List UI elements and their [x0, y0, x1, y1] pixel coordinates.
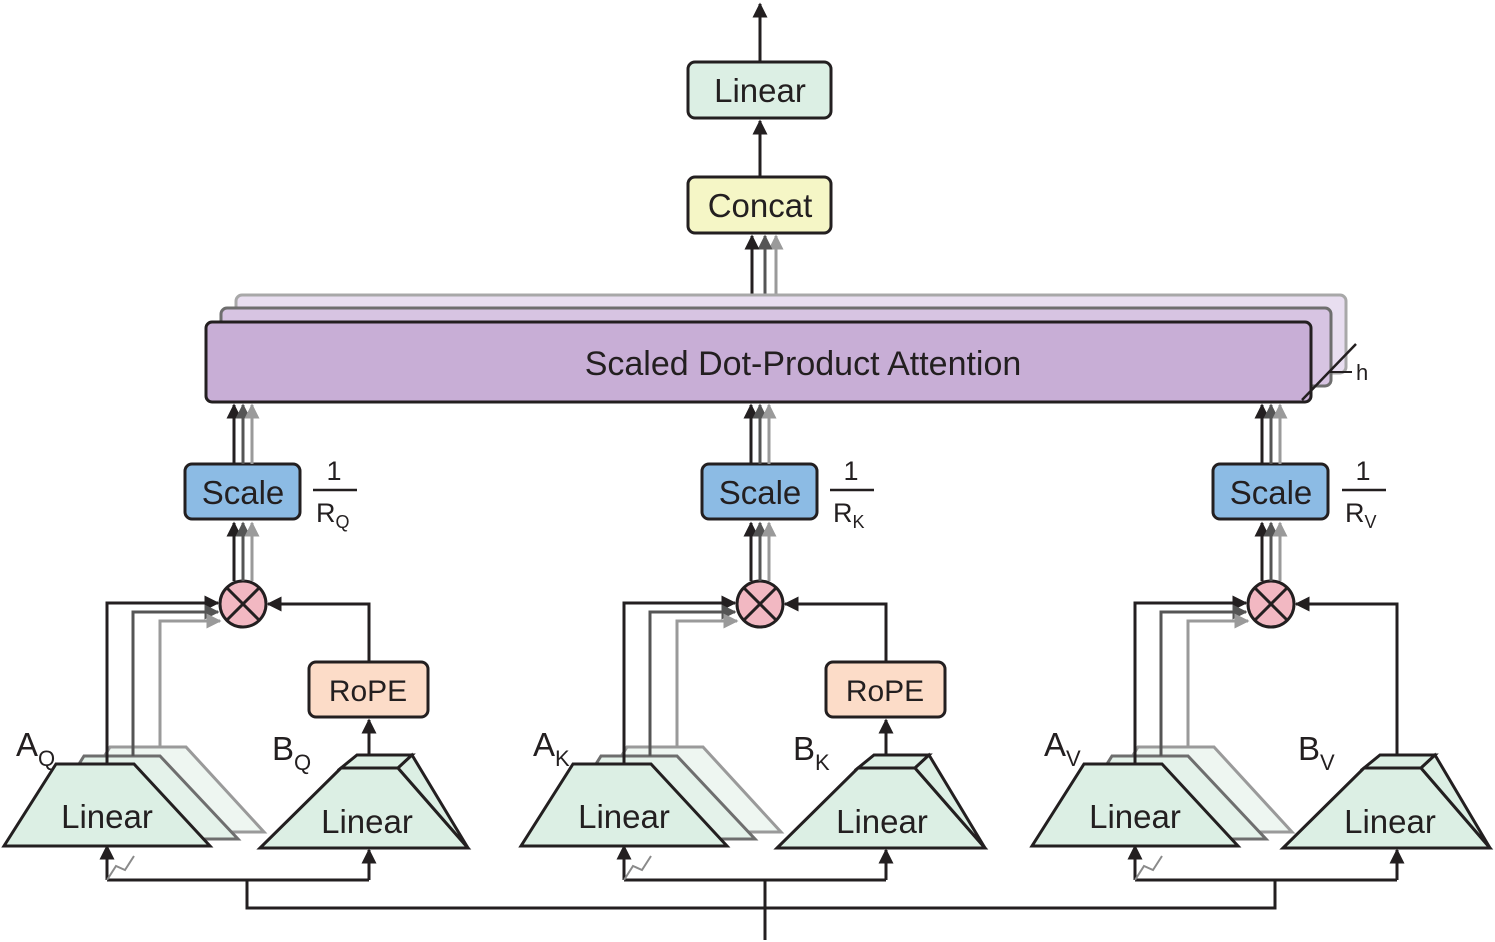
v-frac-numerator: 1: [1355, 456, 1370, 486]
output-linear-label: Linear: [714, 72, 806, 109]
q-b-linear-label: Linear: [321, 803, 413, 840]
q-a-stack-input: [106, 855, 135, 881]
concat-label: Concat: [708, 187, 813, 224]
q-scale-box: Scale: [183, 462, 302, 521]
k-b-linear-side: [912, 752, 987, 849]
v-frac-denominator: RV: [1345, 498, 1377, 532]
v-scale-box: Scale: [1211, 462, 1330, 521]
q-frac-denominator: RQ: [316, 498, 350, 532]
k-a-stack-input: [623, 855, 652, 881]
q-a-to-mult-arrow-2: [131, 604, 220, 756]
attention-stack: Scaled Dot-Product Attention h: [204, 293, 1368, 404]
k-scale-box: Scale: [700, 462, 819, 521]
branch-v: Linear AV Linear BV Scale 1 RV: [1029, 403, 1494, 882]
v-a-to-mult-arrow-2: [1159, 604, 1248, 756]
q-rope-label: RoPE: [329, 675, 407, 708]
v-multiply: [1246, 579, 1296, 629]
v-b-linear-label: Linear: [1344, 803, 1436, 840]
k-b-linear-label: Linear: [836, 803, 928, 840]
v-scale-label: Scale: [1230, 474, 1313, 511]
q-b-linear-side: [395, 752, 470, 849]
attention-head-1: [204, 320, 1313, 404]
v-a-to-mult-arrow-3: [1186, 613, 1250, 747]
k-rope-label: RoPE: [846, 675, 924, 708]
v-a-stack-input: [1134, 855, 1163, 881]
v-b-linear-side: [1418, 752, 1492, 849]
heads-label: h: [1356, 360, 1368, 385]
output-linear-box: Linear: [686, 60, 833, 120]
k-b-label: BK: [793, 730, 830, 775]
q-frac-numerator: 1: [326, 456, 341, 486]
q-a-to-mult-arrow-3: [158, 613, 222, 747]
q-rope-to-mult-arrow: [266, 596, 371, 662]
concat-box: Concat: [686, 175, 833, 235]
input-tree: [245, 880, 1277, 940]
k-a-to-mult-arrow-3: [675, 613, 739, 747]
k-multiply: [735, 579, 785, 629]
q-scale-fraction: 1 RQ: [313, 456, 357, 532]
branch-k: Linear AK Linear BK RoPE Scale 1: [518, 403, 989, 882]
v-b-to-mult-arrow: [1294, 596, 1399, 755]
heads-tick: [1301, 343, 1357, 401]
k-rope-box: RoPE: [824, 660, 947, 719]
k-a-to-mult-arrow-1: [622, 595, 737, 764]
q-multiply: [218, 579, 268, 629]
v-scale-fraction: 1 RV: [1342, 456, 1386, 532]
k-a-to-mult-arrow-2: [648, 604, 737, 756]
v-b-label: BV: [1298, 730, 1335, 775]
q-a-label: AQ: [16, 726, 55, 771]
k-a-linear-label: Linear: [578, 798, 670, 835]
v-a-linear-label: Linear: [1089, 798, 1181, 835]
v-a-to-mult-arrow-1: [1133, 595, 1248, 764]
q-a-to-mult-arrow-1: [105, 595, 220, 764]
k-frac-denominator: RK: [833, 498, 865, 532]
k-a-label: AK: [533, 726, 570, 771]
q-scale-label: Scale: [202, 474, 285, 511]
k-scale-label: Scale: [719, 474, 802, 511]
q-rope-box: RoPE: [307, 660, 430, 719]
branch-q: Linear AQ Linear BQ RoPE Scale: [1, 403, 472, 882]
k-rope-to-mult-arrow: [783, 596, 888, 662]
k-frac-numerator: 1: [843, 456, 858, 486]
q-a-linear-label: Linear: [61, 798, 153, 835]
q-b-label: BQ: [272, 730, 311, 775]
k-scale-fraction: 1 RK: [830, 456, 874, 532]
attention-label: Scaled Dot-Product Attention: [585, 345, 1022, 383]
v-a-label: AV: [1044, 726, 1081, 771]
